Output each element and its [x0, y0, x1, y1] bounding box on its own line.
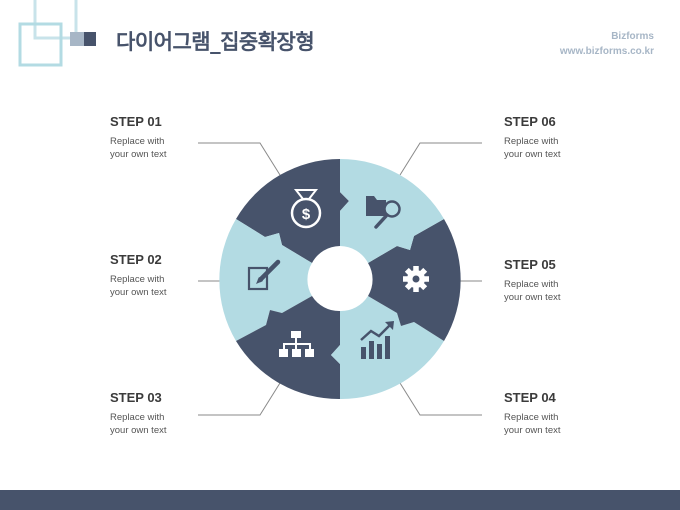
connector-step-04	[399, 382, 482, 416]
footer-bar	[0, 490, 680, 510]
step-title: STEP 01	[110, 114, 162, 129]
step-description: Replace with your own text	[504, 412, 561, 436]
segment-step-02	[219, 219, 312, 341]
segment-step-03	[236, 296, 340, 400]
folder-search-icon	[366, 196, 401, 229]
step-05-label: STEP 05 Replace with your own text	[504, 257, 654, 304]
step-title: STEP 05	[504, 257, 556, 272]
step-description: Replace with your own text	[504, 279, 561, 303]
logo-mark	[18, 0, 96, 67]
brand-block: Bizforms www.bizforms.co.kr	[560, 29, 654, 59]
brand-url: www.bizforms.co.kr	[559, 46, 654, 57]
step-06-label: STEP 06 Replace with your own text	[504, 114, 654, 161]
step-title: STEP 04	[504, 390, 556, 405]
connector-step-06	[399, 142, 482, 176]
step-02-label: STEP 02 Replace with your own text	[110, 252, 260, 299]
org-chart-icon	[279, 331, 314, 357]
step-04-label: STEP 04 Replace with your own text	[504, 390, 654, 437]
edit-icon	[247, 259, 281, 291]
svg-text:$: $	[302, 206, 311, 223]
brand-name: Bizforms	[611, 31, 654, 42]
step-title: STEP 06	[504, 114, 556, 129]
connector-step-01	[198, 142, 281, 176]
gear-icon	[403, 266, 429, 292]
step-description: Replace with your own text	[110, 136, 167, 160]
step-description: Replace with your own text	[110, 274, 167, 298]
money-bag-icon: $	[290, 189, 322, 229]
step-description: Replace with your own text	[110, 412, 167, 436]
step-01-label: STEP 01 Replace with your own text	[110, 114, 260, 161]
step-03-label: STEP 03 Replace with your own text	[110, 390, 260, 437]
step-description: Replace with your own text	[504, 136, 561, 160]
step-title: STEP 02	[110, 252, 162, 267]
page-title: 다이어그램_집중확장형	[116, 30, 315, 54]
connector-step-03	[198, 382, 281, 416]
step-title: STEP 03	[110, 390, 162, 405]
connector-lines	[198, 142, 482, 416]
growth-chart-icon	[360, 321, 394, 359]
